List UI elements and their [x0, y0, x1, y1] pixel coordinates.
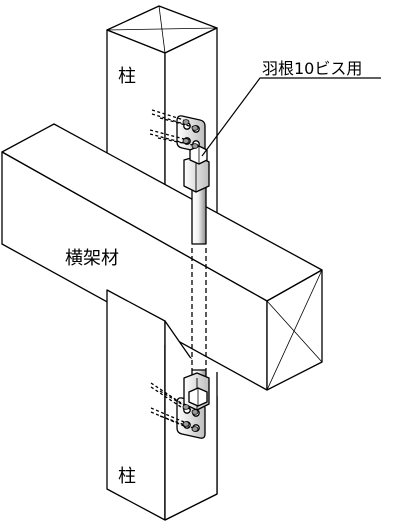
screw-callout-label: 羽根10ビス用 — [262, 59, 362, 78]
screw-icon — [149, 129, 185, 144]
screw-icon — [159, 390, 194, 412]
beam-label: 横架材 — [65, 248, 119, 269]
callout-leader-line — [201, 77, 381, 157]
screw-icon — [150, 382, 185, 410]
beam — [1, 123, 323, 391]
lower-post-label: 柱 — [118, 466, 136, 487]
screw-icon — [157, 137, 194, 146]
screw-icon — [151, 109, 185, 125]
lower-post-front-face — [106, 289, 166, 521]
upper-nut — [189, 145, 208, 165]
screw-icon — [159, 117, 194, 128]
upper-screws — [149, 109, 194, 146]
screw-heads — [182, 119, 199, 432]
upper-post-label: 柱 — [118, 66, 136, 87]
